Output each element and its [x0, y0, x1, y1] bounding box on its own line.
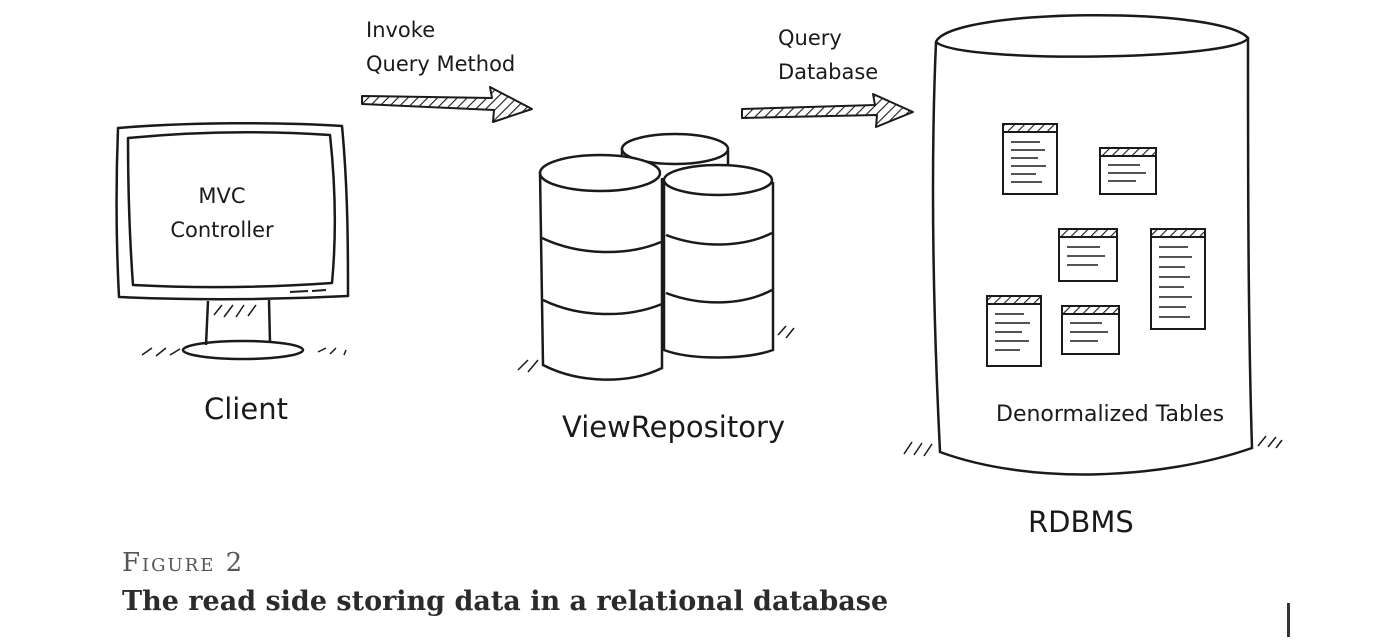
query-database-arrow-label: Query Database	[778, 21, 878, 89]
denormalized-table-icon	[1099, 147, 1157, 195]
invoke-arrow-label: Invoke Query Method	[366, 13, 515, 81]
figure-number: Figure 2	[122, 548, 245, 578]
query-database-label-line2: Database	[778, 60, 879, 84]
rdbms-cylinder-icon	[903, 13, 1283, 476]
client-screen-text: MVC Controller	[164, 179, 280, 247]
client-screen-line2: Controller	[170, 218, 274, 242]
invoke-arrow	[361, 86, 533, 123]
figure-caption: The read side storing data in a relation…	[122, 586, 889, 617]
client-monitor-icon	[115, 121, 350, 361]
view-repository-label: ViewRepository	[562, 410, 786, 444]
denormalized-table-icon	[1061, 305, 1120, 355]
denormalized-table-icon	[1150, 228, 1206, 330]
denormalized-table-icon	[1002, 123, 1058, 195]
query-database-label-line1: Query	[778, 26, 842, 50]
view-repository-icon	[517, 132, 795, 381]
rdbms-label: RDBMS	[1028, 505, 1134, 539]
denormalized-table-icon	[986, 295, 1042, 367]
invoke-arrow-label-line1: Invoke	[366, 18, 436, 42]
invoke-arrow-label-line2: Query Method	[366, 52, 516, 76]
client-screen-line1: MVC	[198, 184, 246, 208]
query-database-arrow	[741, 93, 914, 128]
denormalized-tables-caption: Denormalized Tables	[996, 402, 1225, 427]
denormalized-table-icon	[1058, 228, 1118, 282]
text-cursor	[1287, 603, 1290, 637]
client-label: Client	[204, 392, 288, 426]
